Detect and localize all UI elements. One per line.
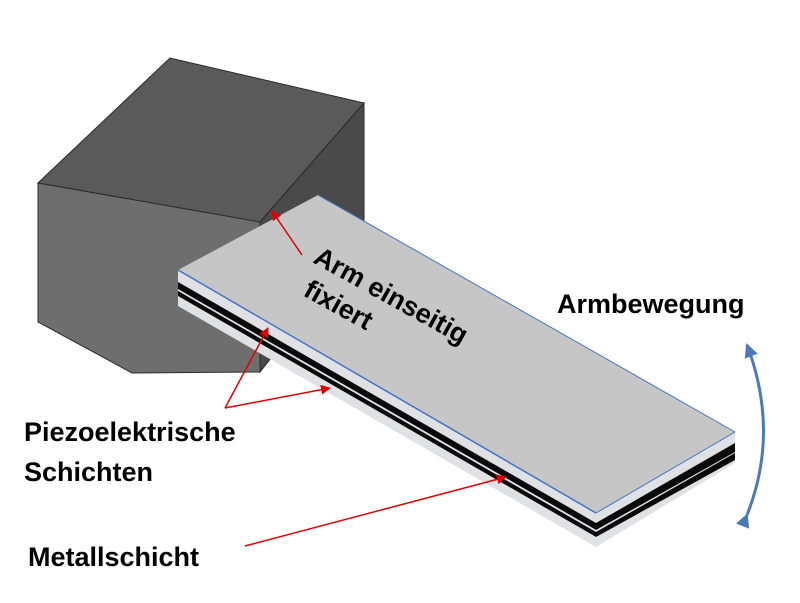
arrow-to-piezo-lower bbox=[224, 384, 331, 409]
beam-end-piezo-lower bbox=[596, 453, 735, 537]
label-motion: Armbewegung bbox=[557, 289, 745, 319]
cantilever-beam bbox=[177, 194, 736, 547]
beam-metal-layer bbox=[178, 289, 596, 532]
beam-front-edge bbox=[177, 269, 597, 514]
beam-piezo-layer-lower bbox=[178, 291, 596, 537]
beam-back-edge bbox=[317, 194, 736, 433]
arrow-to-metal-layer bbox=[244, 474, 507, 547]
arrow-to-fixed-edge bbox=[271, 210, 303, 256]
beam-end-piezo-upper bbox=[596, 443, 735, 530]
label-piezo-line1: Piezoelektrische bbox=[24, 417, 236, 447]
arrow-to-piezo-upper bbox=[224, 327, 269, 409]
label-piezo-line2: Schichten bbox=[24, 457, 153, 487]
motion-arrow-curve bbox=[736, 343, 765, 529]
beam-end-edge bbox=[595, 431, 736, 514]
motion-arrow bbox=[736, 343, 765, 529]
block-front-face bbox=[37, 182, 261, 374]
beam-upper-layer bbox=[178, 270, 596, 523]
label-metal: Metallschicht bbox=[28, 542, 199, 572]
beam-top-surface bbox=[178, 195, 735, 513]
beam-bottom-layer bbox=[178, 296, 596, 547]
beam-piezo-layer-upper bbox=[178, 282, 596, 530]
pointer-arrows bbox=[224, 210, 507, 547]
